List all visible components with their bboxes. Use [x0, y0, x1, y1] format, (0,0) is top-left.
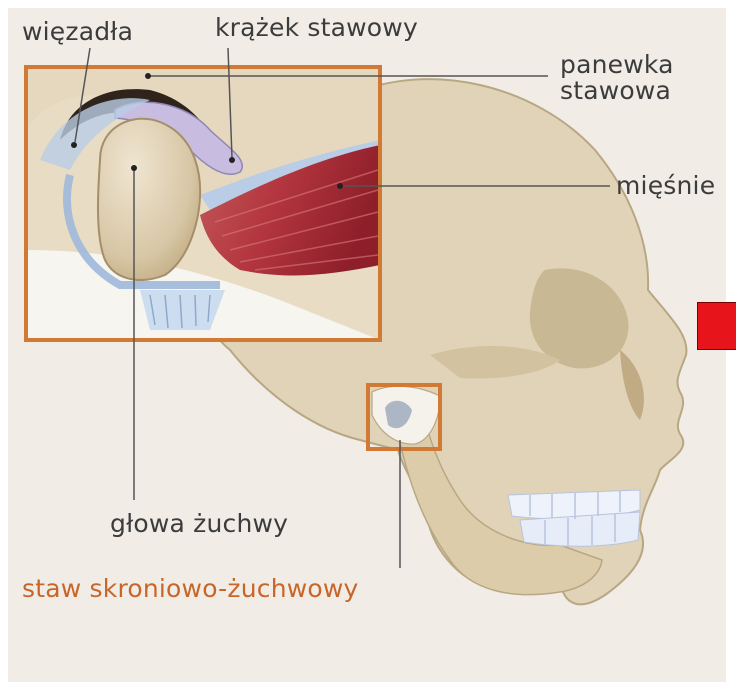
label-ligaments: więzadła: [22, 18, 133, 46]
label-socket-line2: stawowa: [560, 76, 671, 105]
label-articular-disc: krążek stawowy: [215, 14, 418, 42]
label-muscles: mięśnie: [616, 172, 715, 200]
label-socket-line1: panewka: [560, 50, 674, 79]
label-condyle: głowa żuchwy: [110, 510, 288, 538]
label-articular-socket: panewka stawowa: [560, 52, 674, 105]
label-joint: staw skroniowo-żuchwowy: [22, 575, 359, 603]
red-marker: [697, 302, 736, 350]
joint-inset: [26, 67, 380, 340]
